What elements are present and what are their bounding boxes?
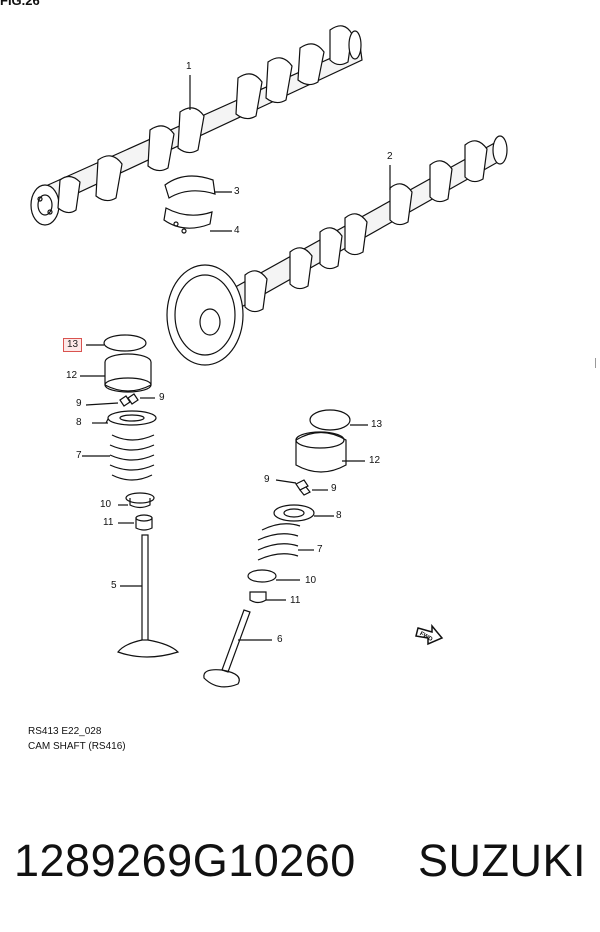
callout-9-left-a: 9	[76, 398, 82, 409]
camshaft-2-drawing	[166, 135, 508, 366]
callout-1: 1	[186, 61, 192, 72]
footer: 1289269G10260 SUZUKI	[0, 775, 600, 932]
bearing-drawings	[163, 175, 232, 234]
figure-title: FIG.26	[0, 0, 40, 8]
callout-5: 5	[111, 580, 117, 591]
callout-7-left: 7	[76, 450, 82, 461]
left-valve-stack-drawing	[80, 334, 180, 658]
fwd-arrow-drawing	[415, 623, 444, 646]
callout-10-right: 10	[305, 575, 317, 586]
callout-6: 6	[277, 634, 283, 645]
camshaft-1-drawing	[30, 25, 363, 226]
callout-13-highlighted[interactable]: 13	[63, 338, 83, 352]
callout-9-right-a: 9	[264, 474, 270, 485]
callout-8-left: 8	[76, 417, 82, 428]
figure-code: RS413 E22_028	[28, 726, 102, 737]
callout-3: 3	[234, 186, 240, 197]
callout-13-right: 13	[371, 419, 383, 430]
right-valve-stack-drawing	[203, 409, 368, 688]
callout-9-right-b: 9	[331, 483, 337, 494]
callout-7-right: 7	[317, 544, 323, 555]
callout-10-left: 10	[100, 499, 112, 510]
callout-11-left: 11	[103, 517, 114, 528]
part-number: 1289269G10260	[14, 835, 356, 886]
diagram-drawing	[30, 25, 508, 688]
figure-caption: CAM SHAFT (RS416)	[28, 741, 126, 752]
callout-12-left: 12	[66, 370, 78, 381]
parts-diagram: FIG.26	[0, 0, 600, 752]
callout-12-right: 12	[369, 455, 381, 466]
callout-8-right: 8	[336, 510, 342, 521]
edge-marker	[595, 358, 600, 368]
brand-name: SUZUKI	[418, 835, 587, 886]
callout-2: 2	[387, 151, 393, 162]
callout-9-left-b: 9	[159, 392, 165, 403]
callout-4: 4	[234, 225, 240, 236]
callout-11-right: 11	[290, 595, 301, 606]
